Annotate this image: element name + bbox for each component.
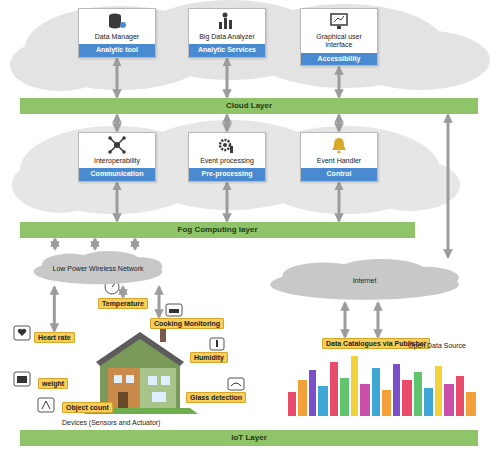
- node-title: Fog Computing layer: [20, 222, 415, 238]
- layer-band: Fog Computing layer: [20, 222, 415, 238]
- device-tag: weight: [38, 378, 68, 389]
- node-title: Low Power Wireless Network: [52, 265, 143, 272]
- node-title: Big Data Analyzer: [189, 33, 265, 44]
- node-title: Object count: [66, 404, 109, 411]
- node-title: Data Manager: [79, 33, 155, 44]
- node-title: Internet: [353, 277, 377, 284]
- device-tag: Cooking Monitoring: [150, 318, 224, 329]
- cloud-ground: [10, 0, 490, 91]
- connector-arrow: [116, 183, 119, 221]
- caption-label: Open Data Source: [408, 342, 466, 349]
- node-title: Heart rate: [38, 334, 71, 341]
- node-title: weight: [42, 380, 64, 387]
- device-tag: Object count: [62, 402, 113, 413]
- connector-arrow: [447, 115, 450, 257]
- connector-arrow: [226, 115, 229, 131]
- service-card: Event HandlerControl: [300, 132, 378, 182]
- connector-arrow: [54, 239, 57, 249]
- house-illustration: [84, 326, 198, 414]
- network-cloud: Low Power Wireless Network: [28, 250, 168, 286]
- device-tag: Humidity: [190, 352, 228, 363]
- connector-arrow: [116, 115, 119, 131]
- node-title: Event processing: [189, 157, 265, 168]
- layer-band: IoT Layer: [20, 430, 478, 446]
- node-title: Cooking Monitoring: [154, 320, 220, 327]
- service-card: Graphical user interfaceAccessibility: [300, 8, 378, 66]
- node-title: IoT Layer: [20, 430, 478, 446]
- connector-arrow: [134, 239, 137, 249]
- node-subtitle: Analytic tool: [79, 44, 155, 56]
- card-icon: [217, 136, 237, 154]
- connector-arrow: [53, 287, 56, 331]
- service-card: Event processingPre-processing: [188, 132, 266, 182]
- connector-arrow: [158, 287, 161, 317]
- caption-label: Devices (Sensors and Actuator): [62, 419, 160, 426]
- device-tag: Glass detection: [186, 392, 246, 403]
- node-title: Cloud Layer: [20, 98, 478, 114]
- connector-arrow: [338, 67, 341, 97]
- connector-arrow: [338, 115, 341, 131]
- card-icon: [329, 12, 349, 30]
- card-icon: [217, 12, 237, 30]
- node-subtitle: Communication: [79, 168, 155, 180]
- connector-arrow: [226, 59, 229, 97]
- connector-arrow: [338, 183, 341, 221]
- service-card: Big Data AnalyzerAnalytic Services: [188, 8, 266, 58]
- connector-arrow: [344, 303, 347, 337]
- service-card: InteroperabilityCommunication: [78, 132, 156, 182]
- node-title: Humidity: [194, 354, 224, 361]
- layer-band: Cloud Layer: [20, 98, 478, 114]
- city-skyline: [288, 356, 476, 416]
- connector-arrow: [116, 59, 119, 97]
- connector-arrow: [121, 287, 124, 297]
- node-title: Glass detection: [190, 394, 242, 401]
- node-title: Interoperability: [79, 157, 155, 168]
- node-title: Graphical user interface: [301, 33, 377, 53]
- connector-arrow: [94, 239, 97, 249]
- node-title: Temperature: [102, 300, 144, 307]
- node-title: Event Handler: [301, 157, 377, 168]
- fog-ground: [12, 120, 460, 214]
- card-icon: [329, 136, 349, 154]
- node-subtitle: Pre-processing: [189, 168, 265, 180]
- node-subtitle: Analytic Services: [189, 44, 265, 56]
- network-cloud: Internet: [262, 258, 467, 302]
- service-card: Data ManagerAnalytic tool: [78, 8, 156, 58]
- card-icon: [107, 136, 127, 154]
- node-subtitle: Accessibility: [301, 53, 377, 65]
- node-subtitle: Control: [301, 168, 377, 180]
- connector-arrow: [226, 183, 229, 221]
- device-tag: Heart rate: [34, 332, 75, 343]
- card-icon: [107, 12, 127, 30]
- connector-arrow: [377, 303, 380, 337]
- device-tag: Temperature: [98, 298, 148, 309]
